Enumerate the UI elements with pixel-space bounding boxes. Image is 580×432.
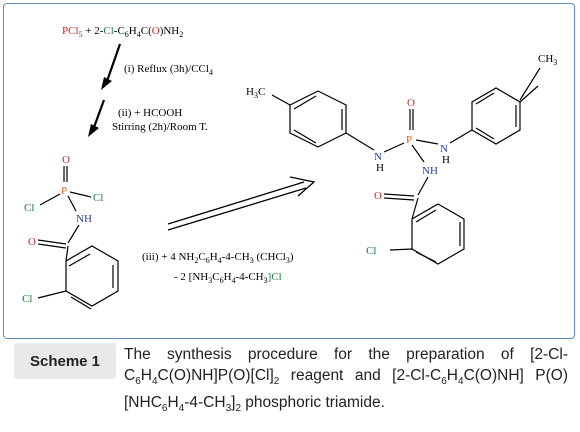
svg-text:O: O — [28, 236, 36, 248]
svg-text:P: P — [406, 134, 412, 146]
svg-text:H: H — [442, 154, 450, 166]
svg-text:CH3: CH3 — [538, 53, 557, 67]
reaction-scheme: PCl5 + 2-Cl-C6H4C(O)NH2 (i) Reflux (3h)/… — [22, 25, 557, 310]
step1-conditions: (i) Reflux (3h)/CCl4 — [124, 63, 213, 77]
svg-text:Cl: Cl — [93, 192, 103, 204]
caption-badge: Scheme 1 — [14, 343, 116, 379]
svg-text:O: O — [407, 97, 415, 109]
step2-arrow — [88, 99, 106, 137]
svg-text:O: O — [374, 190, 382, 202]
step3-conditions-line1: (iii) + 4 NH2C6H4-4-CH3 (CHCl3) — [142, 251, 294, 265]
svg-text:Cl: Cl — [24, 202, 34, 214]
svg-text:N: N — [440, 143, 448, 155]
step3-conditions-line2: - 2 [NH3C6H4-4-CH3]Cl — [174, 271, 282, 285]
svg-text:NH: NH — [76, 213, 92, 225]
svg-text:N: N — [374, 151, 382, 163]
intermediate-structure: O P Cl Cl NH O Cl — [22, 154, 119, 310]
svg-text:NH: NH — [422, 165, 438, 177]
svg-text:P: P — [61, 185, 67, 197]
step2-conditions-line2: Stirring (2h)/Room T. — [112, 121, 208, 133]
svg-text:Cl: Cl — [366, 245, 376, 257]
step3-arrow — [167, 176, 316, 231]
scheme-frame — [3, 3, 575, 339]
svg-text:O: O — [62, 154, 70, 166]
svg-text:H: H — [376, 162, 384, 174]
svg-text:H3C: H3C — [246, 86, 265, 100]
reagents-label: PCl5 + 2-Cl-C6H4C(O)NH2 — [62, 25, 183, 39]
caption-text: The synthesis procedure for the preparat… — [124, 346, 569, 415]
step1-arrow — [101, 43, 122, 90]
triamide-structure: H3C N H O P N H NH CH3 O — [246, 53, 557, 265]
step2-conditions-line1: (ii) + HCOOH — [118, 107, 182, 119]
svg-text:Cl: Cl — [22, 293, 32, 305]
